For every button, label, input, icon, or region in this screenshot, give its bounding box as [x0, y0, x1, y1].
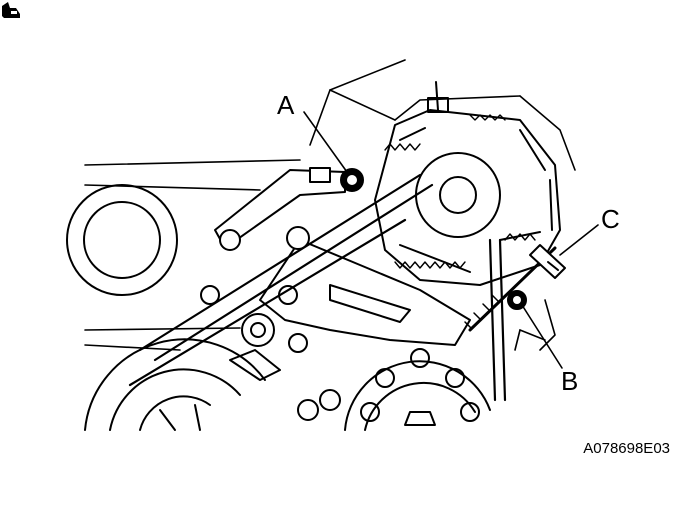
crankshaft-pulley — [344, 348, 491, 431]
callout-label-a: A — [277, 90, 295, 120]
drive-belt — [128, 173, 507, 402]
callout-label-b: B — [561, 366, 579, 396]
alternator-bracket — [214, 167, 346, 251]
figure-id: A078698E03 — [583, 440, 670, 457]
alternator — [374, 81, 561, 286]
leader-lines — [303, 111, 599, 369]
idler-pulley-lower-left — [84, 338, 266, 431]
callout-label-c: C — [601, 204, 620, 234]
leader-b — [521, 304, 563, 369]
leader-c — [559, 224, 599, 256]
bolt-a — [340, 168, 364, 192]
idler-pulley-upper-left — [66, 184, 178, 296]
manual-reference-icon — [2, 2, 20, 18]
leader-a — [303, 111, 348, 173]
misc-components — [200, 285, 341, 421]
lower-mount-bracket — [259, 226, 471, 346]
